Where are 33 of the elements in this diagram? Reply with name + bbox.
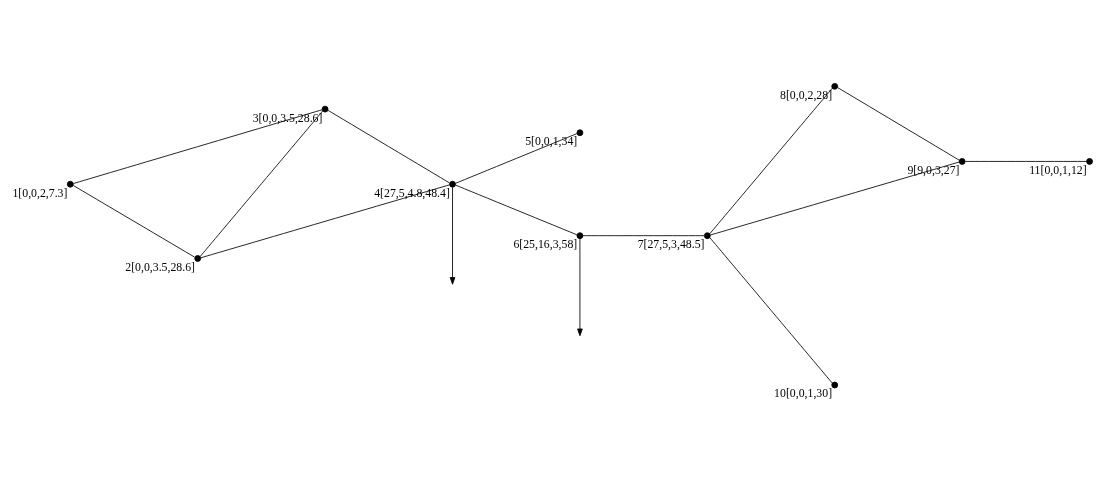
- node-label: 2[0,0,3.5,28.6]: [125, 259, 196, 274]
- connector: [72, 109, 323, 184]
- connector: [709, 237, 833, 384]
- node-circle: [958, 158, 966, 165]
- connector: [837, 87, 960, 161]
- arrow: [577, 238, 583, 337]
- node-circle: [831, 82, 839, 90]
- connector: [455, 133, 578, 184]
- node-circle: [449, 180, 456, 188]
- node-label: 7[27,5,3,48.5]: [637, 237, 705, 252]
- node-circle: [576, 232, 584, 240]
- connector: [964, 161, 1087, 162]
- connector: [200, 184, 450, 259]
- node-label: 6[25,16,3,58]: [513, 237, 578, 252]
- connector: [709, 87, 833, 235]
- node-circle: [576, 129, 584, 137]
- node-circle: [831, 381, 839, 389]
- node-label: 10[0,0,1,30]: [774, 386, 833, 401]
- node-circle: [66, 180, 74, 188]
- node-label: 1[0,0,2,7.3]: [12, 185, 68, 200]
- arrow: [449, 186, 456, 285]
- node-circle: [1086, 158, 1093, 165]
- node-circle: [703, 232, 711, 240]
- connector: [199, 110, 324, 257]
- connector: [455, 184, 578, 236]
- connector: [72, 185, 196, 258]
- node-label: 11[0,0,1,12]: [1029, 162, 1087, 177]
- connector: [709, 161, 960, 236]
- connector: [582, 235, 705, 237]
- node-circle: [321, 105, 329, 113]
- node-circle: [194, 255, 202, 262]
- node-label: 8[0,0,2,28]: [779, 87, 833, 102]
- connector: [327, 110, 450, 184]
